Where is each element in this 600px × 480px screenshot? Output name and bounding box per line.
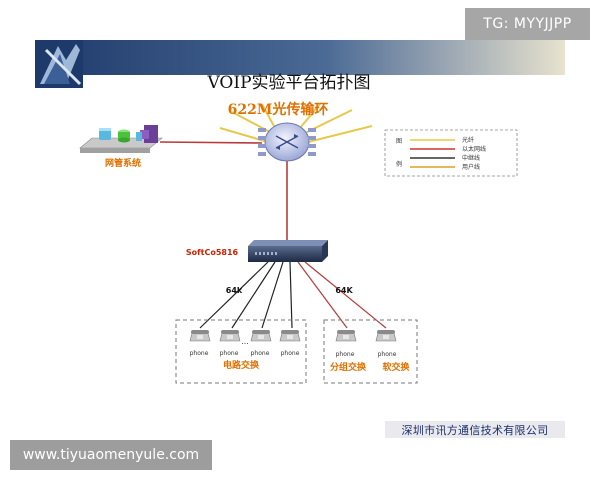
ring-label: 622M光传输环	[228, 101, 329, 118]
soft-switch-label: 软交换	[382, 361, 410, 373]
phone-label: phone	[190, 350, 209, 357]
legend-label-fiber: 光纤	[462, 136, 474, 144]
ethernet-nms-link	[159, 141, 263, 144]
phone-label: phone	[378, 351, 397, 358]
packet-switch-group	[323, 319, 418, 384]
workstation-icon	[136, 125, 158, 143]
phone-icon	[279, 330, 301, 342]
legend-label-trunk: 中继线	[462, 154, 480, 162]
nms-group	[79, 125, 163, 153]
legend-side-bottom: 例	[396, 160, 402, 168]
company-band	[385, 421, 565, 438]
phone-icon	[189, 330, 211, 342]
url-watermark: www.tiyuaomenyule.com	[10, 440, 212, 470]
circuit-switch-group	[175, 319, 307, 384]
tg-watermark: TG: MYYJJPP	[465, 8, 590, 40]
ip-phone-links	[297, 261, 387, 329]
phone-label: phone	[251, 350, 270, 357]
database-icon	[118, 129, 130, 143]
link-right-label: 64K	[335, 286, 353, 295]
company-name: 深圳市讯方通信技术有限公司	[402, 423, 549, 437]
phone-icon	[219, 330, 241, 342]
softswitch-label: SoftCo5816	[186, 248, 239, 257]
packet-switch-label: 分组交换	[330, 361, 367, 373]
phone-icon	[335, 330, 357, 342]
trunk-lines	[199, 261, 293, 329]
phone-label: phone	[336, 351, 355, 358]
phone-icon	[375, 330, 397, 342]
diagram-title: VOIP实验平台拓扑图	[206, 73, 370, 93]
phone-icon	[250, 330, 272, 342]
phone-label: phone	[281, 350, 300, 357]
phones-ellipsis: ...	[241, 337, 249, 346]
server-icon	[99, 128, 111, 140]
legend-label-ethernet: 以太网线	[462, 145, 486, 153]
legend: 图 例 光纤 以太网线 中继线 用户线	[384, 129, 518, 177]
softswitch-device	[248, 240, 328, 262]
legend-side-top: 图	[396, 138, 402, 145]
nms-label: 网管系统	[105, 157, 141, 169]
phone-label: phone	[220, 350, 239, 357]
header-band	[35, 40, 565, 75]
circuit-switch-label: 电路交换	[223, 359, 260, 371]
legend-label-subscriber: 用户线	[462, 163, 480, 171]
link-left-label: 64k	[226, 286, 243, 295]
company-logo	[35, 40, 83, 88]
optical-ring-node	[258, 122, 316, 162]
